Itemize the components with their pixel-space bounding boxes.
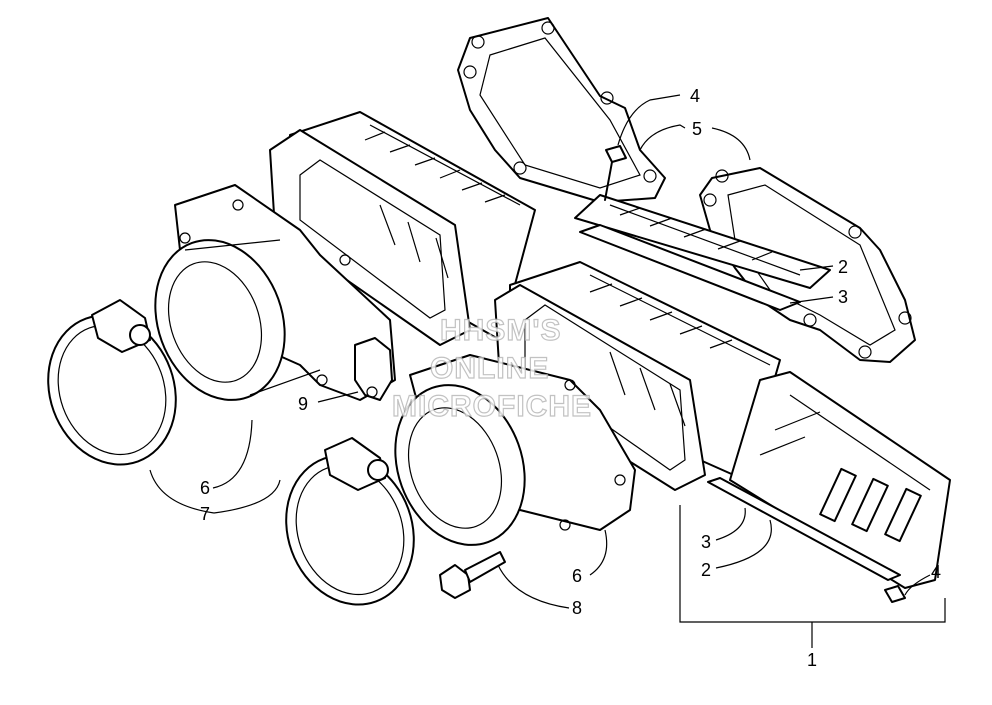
hose-clamp-upper [47,299,177,466]
gasket-upper [457,17,666,203]
flange-bolt [439,551,506,599]
leader-lines [149,94,946,648]
callout-3-top: 3 [838,287,848,307]
callout-2-bottom: 2 [701,560,711,580]
callout-2-top: 2 [838,257,848,277]
watermark: HHSM'S ONLINE MICROFICHE [391,313,592,423]
callout-4-right: 4 [931,562,941,582]
watermark-line-1: HHSM'S [440,314,561,347]
watermark-line-2: ONLINE [430,352,549,385]
callout-4-top: 4 [690,86,700,106]
cable-bracket [354,337,393,401]
callout-3-bottom: 3 [701,532,711,552]
intake-boot-lower [394,354,636,546]
callout-8: 8 [572,598,582,618]
callout-7: 7 [200,504,210,524]
reed-plate-lower [707,371,951,589]
screw-lower [884,585,906,603]
callout-5: 5 [692,119,702,139]
callout-6-left: 6 [200,478,210,498]
callout-1: 1 [807,650,817,670]
callout-6-right: 6 [572,566,582,586]
intake-boot-upper [154,184,396,401]
reed-plate-upper [574,194,831,311]
reed-cage-lower [494,261,781,491]
hose-clamp-lower [285,437,415,606]
screw-upper [604,145,627,201]
callout-numbers: 4 5 2 3 9 6 7 3 2 4 6 8 1 [200,86,941,670]
watermark-line-3: MICROFICHE [392,390,592,423]
callout-9: 9 [298,394,308,414]
